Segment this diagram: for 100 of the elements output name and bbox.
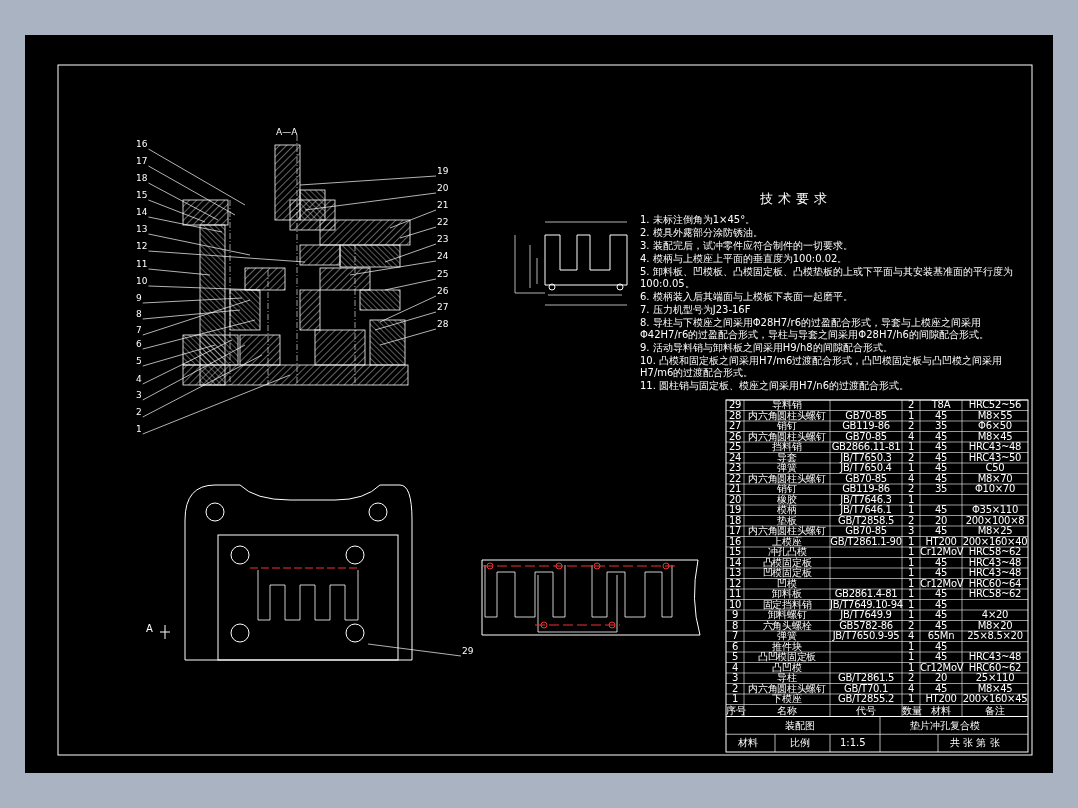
leader-line (142, 297, 243, 304)
table-text: 4×20 (980, 610, 1010, 621)
table-text: 200×160×40 (962, 536, 1028, 547)
table-text: 45 (933, 568, 949, 579)
callout-number: 19 (437, 167, 449, 176)
requirement-text: 2. 模具外露部分涂防锈油。 (640, 227, 764, 239)
table-text: 1 (906, 494, 916, 505)
table-text: 6 (730, 641, 740, 652)
table-text: 名称 (776, 704, 798, 717)
leader-line (299, 175, 437, 186)
title-block-text: 比例 (790, 738, 810, 749)
callout-number: 17 (136, 157, 148, 166)
table-text: 65Mn (926, 631, 956, 642)
leader-line (304, 192, 437, 211)
table-text: 2 (906, 421, 916, 432)
table-text: 1 (906, 568, 916, 579)
table-text: 45 (933, 641, 949, 652)
table-text: Cr12MoV (920, 662, 962, 673)
table-text: 材料 (930, 704, 952, 717)
table-text: 1 (906, 557, 916, 568)
table-text: 14 (727, 557, 743, 568)
table-text: 45 (933, 410, 949, 421)
table-text: 挡料销 (772, 442, 802, 452)
requirement-text: 5. 卸料板、凹模板、凸模固定板、凸模垫板的上或下平面与其安装基准面的平行度为100:0.05。 (640, 266, 1014, 290)
callout-number: 12 (136, 242, 148, 251)
table-text: 45 (933, 589, 949, 600)
section-title: A—A (276, 128, 298, 137)
leader-line (142, 309, 241, 320)
table-text: 内六角圆柱头螺钉 (747, 526, 827, 537)
requirement-text: 11. 圆柱销与固定板、模座之间采用H7/n6的过渡配合形式。 (640, 380, 911, 392)
title-block-text: 材料 (738, 738, 758, 749)
table-text: 销钉 (777, 421, 797, 432)
table-text: 28 (727, 410, 743, 421)
table-text: M8×45 (976, 683, 1014, 694)
table-text: 推件块 (772, 641, 802, 652)
table-text: T8A (930, 400, 952, 411)
table-text: 1 (906, 442, 916, 453)
requirement-text: 3. 装配完后，试冲零件应符合制件的一切要求。 (640, 240, 854, 252)
table-text: GB/T2858.5 (836, 515, 896, 526)
table-text: 垫板 (777, 515, 797, 526)
table-text: 销钉 (777, 484, 797, 495)
table-text: 45 (933, 683, 949, 694)
table-text: HRC43~48 (967, 557, 1023, 568)
table-text: GB5782-86 (838, 620, 894, 631)
table-text: JB/T7650.4 (838, 463, 893, 474)
leader-line (148, 148, 246, 206)
table-text: 29 (727, 400, 743, 411)
table-text: 1 (906, 599, 916, 610)
table-text: 4 (906, 431, 916, 442)
table-text: 25×8.5×20 (966, 631, 1024, 642)
table-text: 20 (933, 673, 949, 684)
table-text: 凸凹模固定板 (756, 652, 818, 662)
requirement-text: 6. 模柄装入后其端面与上模板下表面一起磨平。 (640, 291, 854, 303)
leader-line (142, 339, 233, 385)
leader-line (142, 344, 216, 367)
table-text: 弹簧 (776, 631, 797, 641)
table-text: 序号 (726, 704, 744, 717)
table-text: 凹模 (776, 578, 797, 589)
table-text: 卸料螺钉 (767, 610, 807, 621)
table-text: HRC43~48 (967, 652, 1023, 663)
table-text: GB70-85 (844, 431, 888, 442)
leader-line (349, 260, 437, 276)
table-text: Cr12MoV (920, 547, 962, 558)
table-text: 1 (730, 694, 740, 705)
table-text: GB119-86 (841, 421, 891, 432)
table-text: 1 (906, 641, 916, 652)
table-text: 45 (933, 452, 949, 463)
leader-line (148, 165, 236, 216)
table-text: 2 (906, 620, 916, 631)
table-text: Φ35×110 (971, 505, 1019, 516)
leader-line (367, 643, 462, 657)
callout-number: 11 (136, 260, 148, 269)
leader-line (384, 243, 437, 263)
table-text: 卸料板 (772, 589, 802, 600)
table-text: HRC43~48 (967, 442, 1023, 453)
scale-value: 1:1.5 (840, 738, 866, 749)
table-text: 凸凹模 (771, 662, 802, 673)
table-text: HT200 (924, 694, 958, 705)
table-text: 1 (906, 547, 916, 558)
table-text: GB70-85 (844, 410, 888, 421)
table-text: 35 (933, 421, 949, 432)
callout-number: 25 (437, 270, 449, 279)
table-text: 22 (727, 473, 743, 484)
table-text: 45 (933, 442, 949, 453)
table-text: 45 (933, 505, 949, 516)
table-text: 下模座 (772, 694, 802, 705)
table-text: M8×45 (976, 431, 1014, 442)
callout-number: 22 (437, 218, 449, 227)
table-text: HRC58~62 (967, 547, 1023, 558)
table-text: 11 (727, 589, 743, 600)
callout-number: 5 (136, 357, 142, 366)
table-text: 5 (730, 652, 740, 663)
table-text: 4 (906, 683, 916, 694)
callout-number: 20 (437, 184, 449, 193)
table-text: 导料销 (772, 400, 803, 411)
callout-number: 16 (136, 140, 148, 149)
table-text: 橡胶 (776, 494, 798, 505)
table-text: M8×25 (976, 526, 1014, 537)
table-text: 35 (933, 484, 949, 495)
callout-number: 18 (136, 174, 148, 183)
